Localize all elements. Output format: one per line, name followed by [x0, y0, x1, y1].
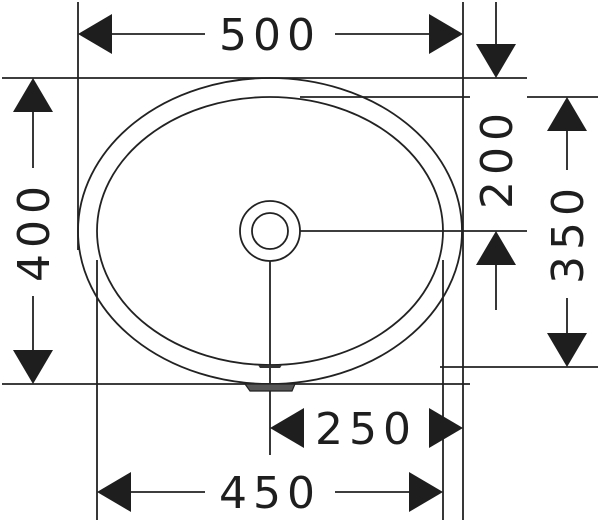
label-200: 200 — [472, 107, 523, 209]
arrow-down-icon — [547, 333, 587, 367]
dim-drain-to-top: 200 — [472, 2, 523, 310]
arrow-left-icon — [78, 14, 112, 54]
label-400: 400 — [9, 180, 60, 282]
arrow-right-icon — [429, 408, 463, 448]
label-450: 450 — [219, 468, 321, 519]
drain-inner — [251, 212, 289, 250]
arrow-up-icon — [13, 78, 53, 112]
dim-overall-width: 500 — [78, 10, 463, 61]
drain-outer — [239, 200, 301, 262]
dim-inner-depth: 350 — [543, 97, 594, 367]
arrow-right-icon — [429, 14, 463, 54]
overflow-tab — [243, 383, 296, 392]
tab-top — [258, 365, 282, 368]
basin — [77, 77, 463, 392]
arrow-left-icon — [97, 472, 131, 512]
dim-inner-width: 450 — [97, 468, 443, 519]
label-500: 500 — [219, 10, 321, 61]
dim-overall-depth: 400 — [9, 78, 60, 384]
arrow-down-icon — [476, 44, 516, 78]
arrow-left-icon — [270, 408, 304, 448]
arrow-right-icon — [409, 472, 443, 512]
arrow-up-icon — [547, 97, 587, 131]
arrow-down-icon — [13, 350, 53, 384]
label-350: 350 — [543, 182, 594, 284]
arrow-up-icon — [476, 231, 516, 265]
label-250: 250 — [315, 404, 417, 455]
dim-drain-to-edge: 250 — [270, 404, 463, 455]
